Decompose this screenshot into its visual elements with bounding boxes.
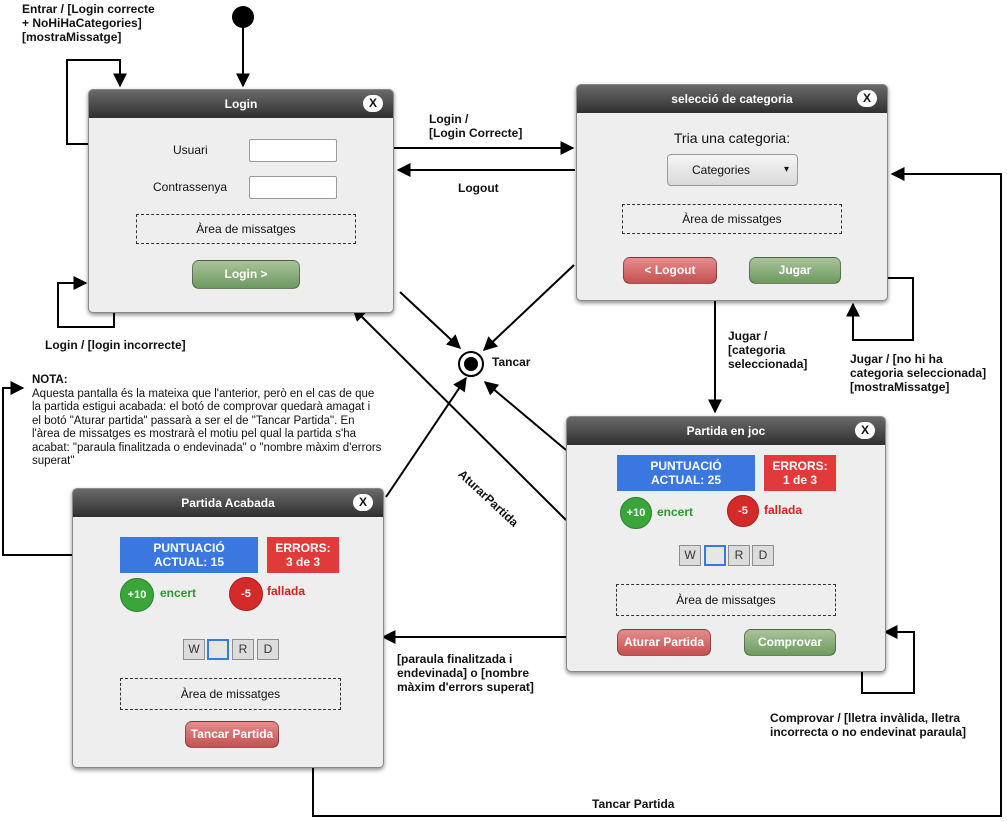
arrow-finished-to-final bbox=[385, 376, 467, 498]
category-message-area: Àrea de missatges bbox=[622, 204, 842, 234]
letter-box[interactable]: W bbox=[679, 545, 701, 566]
miss-label: fallada bbox=[764, 503, 803, 517]
miss-label: fallada bbox=[267, 584, 306, 598]
note-text: Aquesta pantalla és la mateixa que l'ant… bbox=[32, 387, 382, 468]
letter-box: W bbox=[183, 639, 205, 660]
minus-points-badge: -5 bbox=[229, 577, 263, 611]
login-window: Login X Usuari Contrassenya Àrea de miss… bbox=[88, 89, 394, 313]
category-titlebar: selecció de categoria X bbox=[577, 85, 887, 113]
label-tancar-partida: Tancar Partida bbox=[592, 797, 675, 811]
final-state-core bbox=[464, 357, 478, 371]
errors-line1: ERRORS: bbox=[275, 541, 331, 555]
score-line2: ACTUAL: 25 bbox=[650, 473, 721, 487]
initial-state bbox=[232, 6, 254, 28]
arrow-login-to-final bbox=[399, 291, 462, 349]
arrow-category-to-final bbox=[482, 264, 575, 351]
errors-line1: ERRORS: bbox=[772, 459, 828, 473]
errors-box: ERRORS: 1 de 3 bbox=[764, 455, 836, 491]
game-window: Partida en joc X PUNTUACIÓ ACTUAL: 25 ER… bbox=[566, 416, 886, 672]
password-label: Contrassenya bbox=[153, 180, 228, 194]
arrow-game-to-final bbox=[483, 381, 567, 451]
category-title: selecció de categoria bbox=[671, 92, 793, 106]
label-jugar-categoria: Jugar / [categoria seleccionada] bbox=[728, 329, 808, 371]
category-select-value: Categories bbox=[692, 163, 751, 177]
arrow-login-incorrecte-loop bbox=[57, 276, 115, 328]
label-paraula-finalitzada: [paraula finalitzada i endevinada] o [no… bbox=[397, 652, 534, 694]
letter-box: R bbox=[232, 639, 254, 660]
minus-points-badge: -5 bbox=[727, 495, 759, 527]
category-prompt: Tria una categoria: bbox=[673, 130, 791, 146]
finished-message-area: Àrea de missatges bbox=[120, 678, 341, 710]
logout-button[interactable]: < Logout bbox=[623, 257, 717, 284]
letter-box[interactable]: D bbox=[752, 545, 774, 566]
plus-points-badge: +10 bbox=[620, 497, 652, 529]
close-icon[interactable]: X bbox=[353, 494, 373, 511]
errors-line2: 1 de 3 bbox=[782, 473, 818, 487]
label-logout: Logout bbox=[458, 181, 499, 195]
close-icon[interactable]: X bbox=[855, 422, 875, 439]
score-line1: PUNTUACIÓ bbox=[650, 459, 722, 473]
play-button[interactable]: Jugar bbox=[749, 257, 841, 284]
login-message-area: Àrea de missatges bbox=[136, 214, 356, 244]
letter-box-selected[interactable] bbox=[704, 545, 726, 566]
login-titlebar: Login X bbox=[89, 90, 393, 118]
score-line2: ACTUAL: 15 bbox=[153, 555, 224, 569]
finished-window: Partida Acabada X PUNTUACIÓ ACTUAL: 15 E… bbox=[72, 488, 384, 768]
category-select[interactable]: Categories ▾ bbox=[667, 154, 798, 186]
login-button[interactable]: Login > bbox=[192, 260, 300, 289]
check-button[interactable]: Comprovar bbox=[744, 629, 836, 656]
score-box: PUNTUACIÓ ACTUAL: 25 bbox=[617, 455, 755, 491]
errors-box: ERRORS: 3 de 3 bbox=[267, 537, 339, 573]
label-entrar: Entrar / [Login correcte + NoHiHaCategor… bbox=[22, 2, 155, 44]
game-title: Partida en joc bbox=[686, 424, 766, 438]
stop-game-button[interactable]: Aturar Partida bbox=[617, 629, 711, 656]
game-titlebar: Partida en joc X bbox=[567, 417, 885, 445]
arrow-note bbox=[2, 381, 72, 556]
note: NOTA: Aquesta pantalla és la mateixa que… bbox=[32, 374, 382, 469]
score-line1: PUNTUACIÓ bbox=[153, 541, 225, 555]
label-comprovar: Comprovar / [lletra invàlida, lletra inc… bbox=[770, 711, 967, 739]
chevron-down-icon: ▾ bbox=[783, 164, 789, 175]
category-window: selecció de categoria X Tria una categor… bbox=[576, 84, 888, 301]
hit-label: encert bbox=[657, 505, 694, 519]
score-box: PUNTUACIÓ ACTUAL: 15 bbox=[120, 537, 258, 573]
letter-box[interactable]: R bbox=[728, 545, 750, 566]
login-title: Login bbox=[224, 97, 258, 111]
finished-title: Partida Acabada bbox=[181, 496, 275, 510]
finished-titlebar: Partida Acabada X bbox=[73, 489, 383, 517]
user-label: Usuari bbox=[173, 143, 208, 157]
errors-line2: 3 de 3 bbox=[285, 555, 321, 569]
note-title: NOTA: bbox=[32, 374, 68, 386]
arrow-jugar-loop bbox=[846, 277, 914, 341]
password-input[interactable] bbox=[249, 176, 337, 199]
close-icon[interactable]: X bbox=[363, 95, 383, 112]
label-tancar: Tancar bbox=[492, 355, 531, 369]
close-game-button[interactable]: Tancar Partida bbox=[185, 721, 279, 748]
label-login-correcte: Login / [Login Correcte] bbox=[429, 112, 523, 140]
user-input[interactable] bbox=[249, 139, 337, 162]
arrow-aturar-partida bbox=[352, 307, 567, 521]
label-login-incorrecte: Login / [login incorrecte] bbox=[45, 338, 186, 352]
game-message-area: Àrea de missatges bbox=[616, 584, 836, 616]
plus-points-badge: +10 bbox=[120, 578, 154, 612]
arrow-entrar-loop bbox=[66, 59, 127, 145]
letter-box: D bbox=[257, 639, 279, 660]
arrow-tancar-partida bbox=[312, 167, 1002, 817]
label-jugar-no-categoria: Jugar / [no hi ha categoria seleccionada… bbox=[850, 352, 987, 394]
arrow-comprovar-loop bbox=[861, 625, 915, 694]
hit-label: encert bbox=[160, 586, 197, 600]
close-icon[interactable]: X bbox=[857, 90, 877, 107]
letter-box-selected bbox=[207, 639, 229, 660]
